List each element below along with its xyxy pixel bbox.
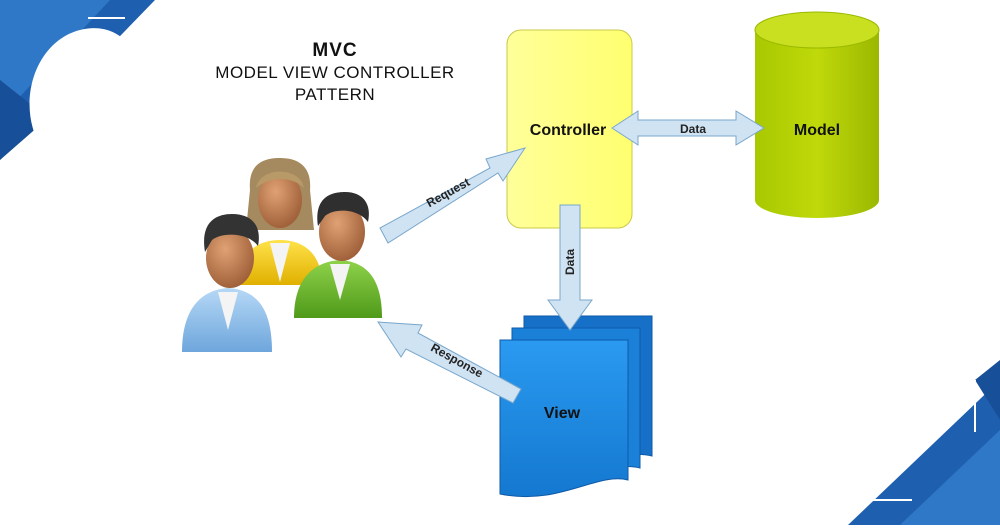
corner-decoration-top-left: [0, 0, 155, 160]
view-node: View: [499, 315, 653, 498]
controller-node: Controller: [506, 29, 633, 229]
corner-decoration-bottom-right: [848, 360, 1000, 525]
controller-view-arrow-label: Data: [563, 249, 577, 275]
controller-model-arrow: Data: [611, 110, 765, 146]
request-arrow: Request: [379, 147, 527, 244]
users-group-icon: [182, 158, 382, 352]
model-node: Model: [754, 11, 880, 218]
title-line-2: PATTERN: [294, 85, 376, 104]
controller-label: Controller: [530, 122, 606, 139]
diagram-title: MVC MODEL VIEW CONTROLLER PATTERN: [190, 40, 480, 106]
controller-model-arrow-label: Data: [680, 122, 706, 136]
title-line-1: MODEL VIEW CONTROLLER: [215, 63, 455, 82]
user-woman-icon: [238, 158, 322, 285]
controller-view-arrow: Data: [547, 204, 593, 331]
view-label: View: [544, 405, 581, 422]
title-main: MVC: [312, 40, 358, 61]
model-label: Model: [794, 122, 840, 139]
user-man-icon: [294, 192, 382, 318]
user-man-icon: [182, 214, 272, 352]
